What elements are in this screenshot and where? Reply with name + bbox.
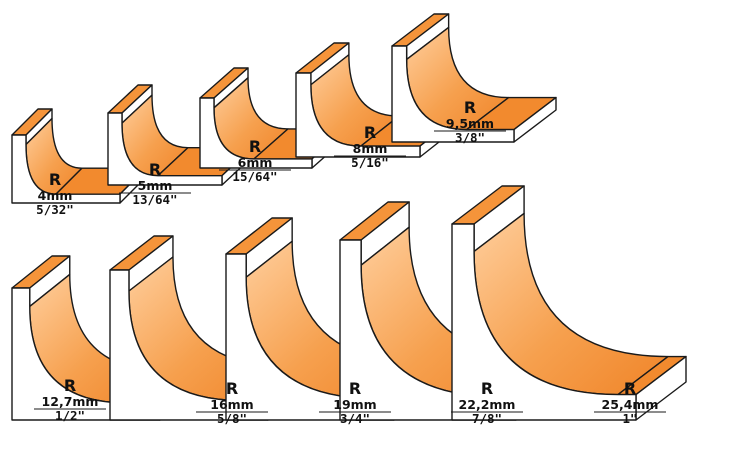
radius-symbol: R bbox=[226, 379, 238, 398]
radius-symbol: R bbox=[624, 379, 636, 398]
radius-symbol: R bbox=[481, 379, 493, 398]
profile-front-face bbox=[11, 134, 121, 204]
radius-inch: 13/64" bbox=[132, 192, 177, 207]
radius-mm: 12,7mm bbox=[42, 394, 99, 409]
radius-mm: 9,5mm bbox=[446, 116, 494, 131]
radius-mm: 19mm bbox=[333, 397, 376, 412]
cove-profile-5 bbox=[391, 13, 557, 143]
radius-inch: 5/8" bbox=[217, 411, 247, 426]
radius-inch: 7/8" bbox=[472, 411, 502, 426]
profile-front-face bbox=[107, 112, 223, 186]
radius-mm: 8mm bbox=[353, 141, 388, 156]
profile-front-face bbox=[391, 45, 515, 143]
radius-mm: 4mm bbox=[38, 188, 73, 203]
profile-front-face bbox=[199, 97, 313, 169]
radius-mm: 16mm bbox=[210, 397, 253, 412]
radius-symbol: R bbox=[249, 137, 261, 156]
radius-symbol: R bbox=[364, 123, 376, 142]
radius-inch: 5/16" bbox=[351, 155, 389, 170]
radius-inch: 3/4" bbox=[340, 411, 370, 426]
radius-inch: 1" bbox=[622, 411, 637, 426]
radius-mm: 22,2mm bbox=[459, 397, 516, 412]
radius-mm: 6mm bbox=[238, 155, 273, 170]
radius-symbol: R bbox=[149, 160, 161, 179]
radius-symbol: R bbox=[64, 376, 76, 395]
radius-mm: 25,4mm bbox=[602, 397, 659, 412]
radius-inch: 3/8" bbox=[455, 130, 485, 145]
radius-inch: 5/32" bbox=[36, 202, 74, 217]
profile-front-face bbox=[451, 223, 637, 421]
radius-inch: 1/2" bbox=[55, 408, 85, 423]
cove-profile-10 bbox=[451, 185, 687, 421]
radius-symbol: R bbox=[464, 98, 476, 117]
profile-front-face bbox=[295, 72, 421, 158]
radius-mm: 5mm bbox=[138, 178, 173, 193]
radius-symbol: R bbox=[349, 379, 361, 398]
radius-symbol: R bbox=[49, 170, 61, 189]
radius-inch: 15/64" bbox=[232, 169, 277, 184]
cove-profile-1 bbox=[11, 108, 147, 204]
